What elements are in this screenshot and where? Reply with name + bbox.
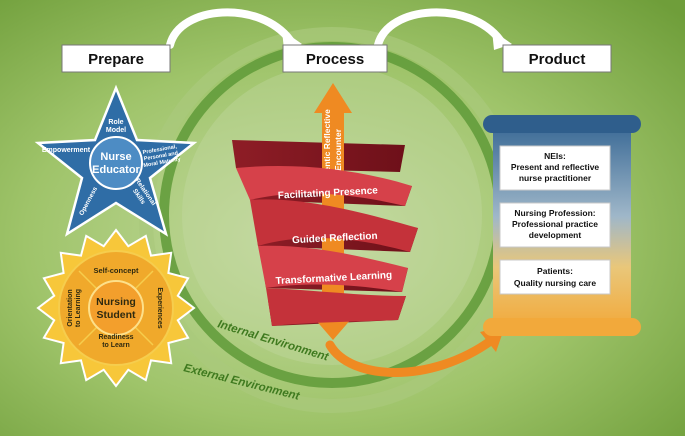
product-card-neis: NEIs: Present and reflective nurse pract…: [499, 145, 611, 191]
product-header: Product: [502, 44, 612, 73]
card2-line1: Professional practice: [512, 219, 598, 229]
product-scroll: NEIs: Present and reflective nurse pract…: [483, 115, 641, 336]
star-empowerment: Empowerment: [42, 147, 91, 154]
process-label: Process: [306, 51, 364, 68]
star-maturity-line1: Professional,: [142, 144, 178, 156]
spiral-ribbon-front: Facilitating Presence Guided Reflection …: [236, 166, 418, 326]
sun-center-line2: Student: [96, 309, 136, 321]
sun-readiness-line1: Readiness: [98, 334, 133, 341]
arrow-label-line1: Authentic Reflective: [322, 109, 332, 191]
nursing-student-sun: Nursing Student Self-concept Orientation…: [36, 228, 196, 388]
band-guided-reflection: Guided Reflection: [292, 231, 378, 246]
star-center-line2: Educator: [92, 164, 140, 176]
star-role-model-line1: Role: [108, 119, 123, 126]
star-maturity-line2: Personal and: [143, 150, 178, 162]
sun-self-concept: Self-concept: [93, 266, 139, 275]
product-card-nursing-profession: Nursing Profession: Professional practic…: [499, 202, 611, 248]
scroll-bottom-roll: [483, 318, 641, 336]
scroll-top-roll: [483, 115, 641, 133]
process-header: Process: [282, 44, 388, 73]
star-role-model-line2: Model: [106, 127, 126, 134]
star-center-line1: Nurse: [100, 151, 131, 163]
sun-orientation-line1: Orientation: [67, 289, 74, 326]
product-label: Product: [529, 51, 586, 68]
card1-title: NEIs:: [544, 151, 566, 161]
card3-line1: Quality nursing care: [514, 278, 596, 288]
prepare-label: Prepare: [88, 51, 144, 68]
product-card-patients: Patients: Quality nursing care: [499, 259, 611, 295]
band-facilitating-presence: Facilitating Presence: [278, 185, 379, 201]
prepare-header: Prepare: [61, 44, 171, 73]
nurse-educator-star: Nurse Educator Role Model Empowerment Pr…: [34, 84, 198, 237]
card2-line2: development: [529, 230, 582, 240]
star-center: [89, 136, 143, 190]
card2-title: Nursing Profession:: [514, 208, 595, 218]
sun-center: [88, 280, 144, 336]
sun-center-line1: Nursing: [96, 296, 136, 308]
sun-experiences: Experiences: [156, 287, 163, 328]
sun-orientation-line2: to Learning: [75, 289, 82, 327]
arrow-label-line2: Encounter: [333, 128, 343, 171]
sun-readiness-line2: to Learn: [102, 342, 130, 349]
card1-line1: Present and reflective: [511, 162, 600, 172]
card3-title: Patients:: [537, 266, 573, 276]
card1-line2: nurse practitioner: [519, 173, 592, 183]
